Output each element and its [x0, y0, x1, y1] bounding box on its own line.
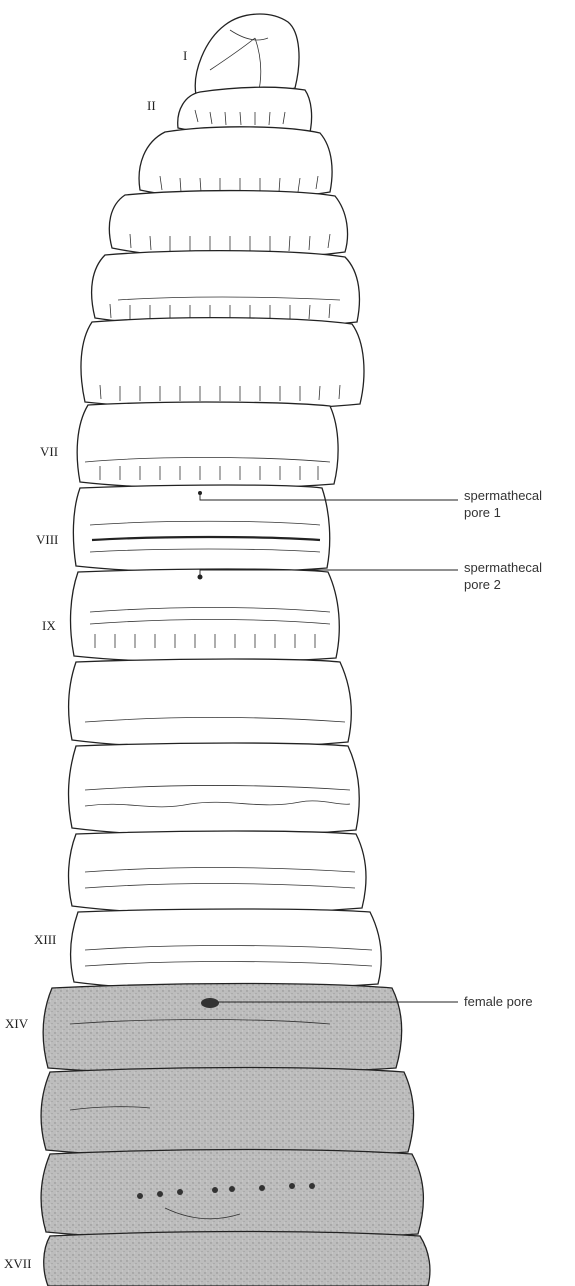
segment-label-xvii: XVII — [4, 1256, 31, 1271]
female-pore-mark — [201, 998, 219, 1008]
segment-label-xiii: XIII — [34, 932, 56, 947]
segment-10 — [69, 659, 352, 748]
segment-15 — [41, 1068, 414, 1158]
annotation-labels: spermathecal pore 1 spermathecal pore 2 … — [464, 488, 542, 1009]
segment-13 — [71, 909, 382, 990]
female-pore-label: female pore — [464, 994, 533, 1009]
segment-label-i: I — [183, 48, 187, 63]
spermathecal-pore-2-label-line2: pore 2 — [464, 577, 501, 592]
segment-12 — [69, 831, 366, 914]
segment-17 — [44, 1232, 430, 1286]
segment-label-viii: VIII — [36, 532, 58, 547]
spermathecal-pore-1-label-line2: pore 1 — [464, 505, 501, 520]
segment-9 — [71, 569, 340, 662]
segment-14 — [43, 984, 402, 1075]
spermathecal-pore-1-label-line1: spermathecal — [464, 488, 542, 503]
segment-label-ii: II — [147, 98, 156, 113]
segment-11 — [69, 743, 360, 836]
segment-4 — [109, 191, 347, 259]
segment-label-vii: VII — [40, 444, 58, 459]
segment-label-ix: IX — [42, 618, 56, 633]
clitellum — [41, 984, 430, 1286]
segment-16 — [41, 1150, 423, 1240]
segment-8 — [73, 485, 329, 572]
segment-7 — [77, 402, 338, 488]
segment-3 — [139, 127, 332, 199]
segment-label-xiv: XIV — [5, 1016, 29, 1031]
segment-6 — [81, 318, 364, 409]
prostomium — [195, 14, 299, 96]
segment-5 — [92, 251, 360, 327]
spermathecal-pore-2-label-line1: spermathecal — [464, 560, 542, 575]
